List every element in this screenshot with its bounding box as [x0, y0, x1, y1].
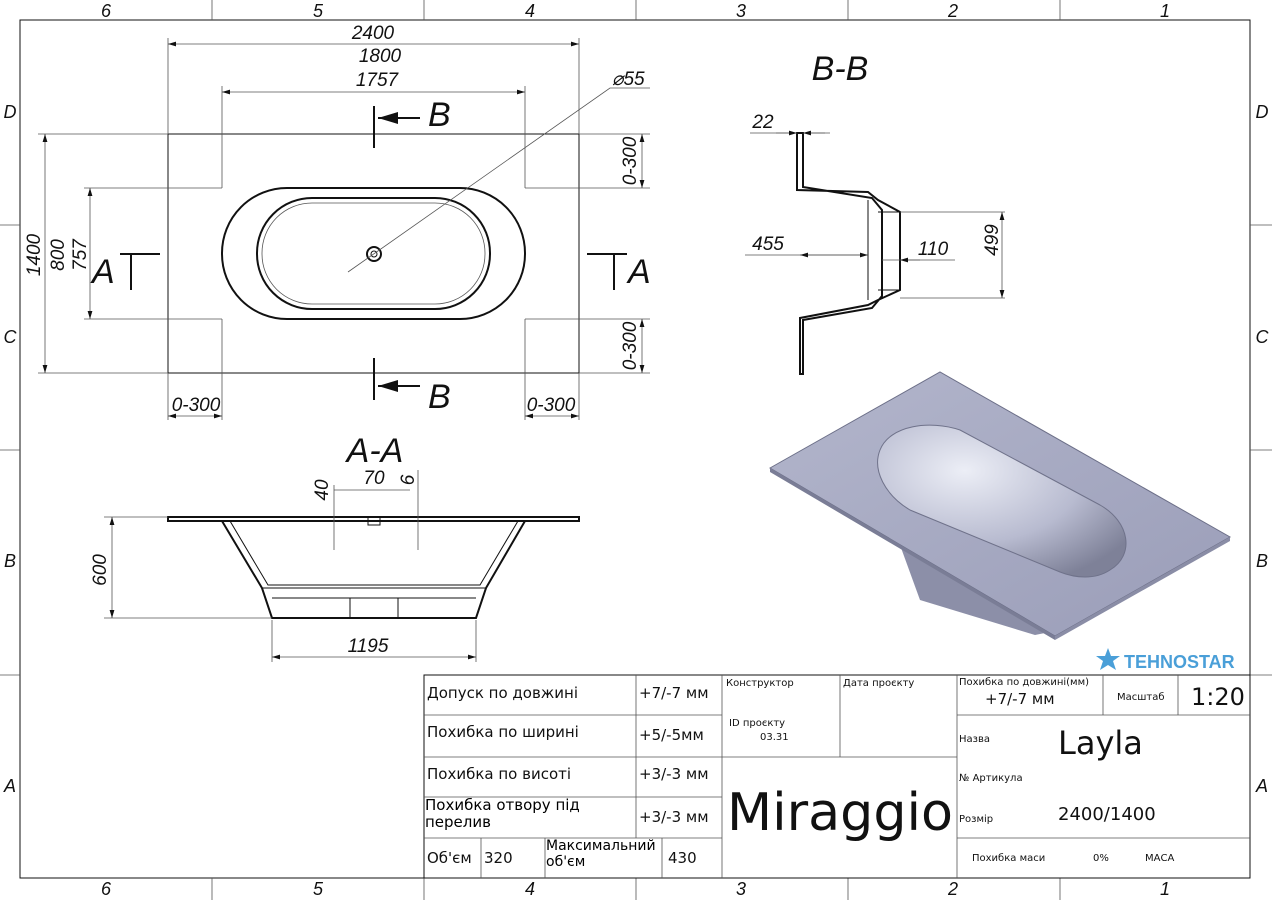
title-block-rows-1-value: +5/-5мм [639, 726, 704, 744]
zones-columns-5: 1 [1160, 1, 1170, 21]
section-bb-dims-d499: 499 [982, 224, 1003, 256]
section-aa-dims-height: 600 [90, 554, 111, 586]
plan-dims-offset-bottom: 0-300 [620, 321, 641, 370]
watermark-text: TEHNOSTAR [1124, 652, 1235, 672]
zones-columns-4: 2 [947, 1, 958, 21]
plan-view: ⌀55 2400 1800 1757 1400 800 757 0-300 0-… [24, 23, 651, 420]
plan-dims-width-757: 757 [70, 238, 91, 271]
max-volume-label: Максимальний об'єм [546, 838, 656, 870]
tehnostar-watermark: TEHNOSTAR [1096, 648, 1235, 672]
zones-columns-5: 1 [1160, 879, 1170, 899]
section-aa-dims-bottom: 1195 [348, 636, 389, 657]
section-aa-dims-d6: 6 [398, 474, 419, 485]
zones-columns-1: 5 [313, 1, 324, 21]
zones-columns-4: 2 [947, 879, 958, 899]
zones-rows-0: D [1256, 102, 1269, 122]
section-bb-dims-d110: 110 [918, 239, 949, 260]
title-block-rows-2-label: Похибка по висоті [427, 765, 571, 783]
zones-columns-3: 3 [736, 1, 746, 21]
plan-section-marks-b: B [428, 378, 451, 416]
title-block-name: Layla [1058, 724, 1143, 762]
plan-dims-width-800: 800 [48, 239, 69, 271]
title-block-volume: 320 [484, 849, 513, 867]
zones-columns-0: 6 [101, 1, 112, 21]
star-icon [1096, 648, 1120, 670]
zones-rows-3: A [1255, 776, 1268, 796]
section-bb-title: B-B [812, 50, 869, 88]
zones-rows-3: A [3, 776, 16, 796]
zones-rows-2: B [4, 551, 16, 571]
plan-dims-offset-right: 0-300 [527, 395, 576, 416]
zones-rows-2: B [1256, 551, 1268, 571]
section-a-a: A-A 600 1195 40 70 6 [90, 432, 580, 662]
title-block-id-label: ID проєкту [729, 718, 785, 729]
title-block-mass-tol-value: 0% [1093, 853, 1109, 864]
plan-dims-drain-diameter: ⌀55 [612, 69, 645, 90]
section-bb-dims-d455: 455 [752, 234, 784, 255]
section-aa-dims-d70: 70 [363, 468, 385, 489]
plan-dims-overall-length: 2400 [351, 23, 395, 44]
zones-columns-3: 3 [736, 879, 746, 899]
zones-columns-2: 4 [525, 879, 535, 899]
plan-dims-length-1800: 1800 [359, 46, 402, 67]
title-block: Допуск по довжині +7/-7 мм Похибка по ши… [423, 674, 1251, 879]
title-block-rows-0-label: Допуск по довжині [427, 684, 578, 702]
title-block-article-label: № Артикула [959, 773, 1023, 784]
title-block-volume-label: Об'єм [427, 849, 472, 867]
section-b-b: B-B 22 455 110 499 [745, 50, 1005, 375]
zones-rows-1: C [1256, 327, 1270, 347]
zones-columns-2: 4 [525, 1, 535, 21]
bathtub-3d-render [768, 371, 1232, 640]
title-block-max-volume: 430 [668, 849, 697, 867]
title-block-rows-1-label: Похибка по ширині [427, 723, 579, 741]
overflow-tolerance-label: Похибка отвору під перелив [425, 797, 580, 831]
section-bb-dims-d22: 22 [751, 112, 774, 133]
title-block-mass-tol-label: Похибка маси [972, 853, 1045, 864]
plan-dims-offset-top: 0-300 [620, 136, 641, 185]
title-block-scale-label: Масштаб [1117, 692, 1165, 703]
title-block-name-label: Назва [959, 734, 990, 745]
zone-labels: 6 5 4 3 2 1 6 5 4 3 2 1 D C B A D C B A [3, 1, 1270, 899]
title-block-scale: 1:20 [1191, 683, 1245, 711]
zones-rows-0: D [4, 102, 17, 122]
title-block-mass-label: МАСА [1145, 853, 1174, 864]
title-block-rows-2-value: +3/-3 мм [639, 765, 709, 783]
title-block-length-tol-value: +7/-7 мм [985, 690, 1055, 708]
plan-dims-overall-width: 1400 [24, 233, 45, 276]
title-block-id-value: 03.31 [760, 732, 789, 743]
title-block-date-label: Дата проєкту [843, 678, 914, 689]
section-aa-title: A-A [345, 432, 404, 470]
title-block-length-tol-label: Похибка по довжині(мм) [959, 676, 1089, 688]
title-block-rows-0-value: +7/-7 мм [639, 684, 709, 702]
section-aa-dims-d40: 40 [312, 479, 333, 501]
zones-rows-1: C [4, 327, 18, 347]
zones-columns-1: 5 [313, 879, 324, 899]
zones-columns-0: 6 [101, 879, 112, 899]
plan-section-marks-a: A [626, 253, 651, 291]
brand-logo: Miraggio [727, 783, 953, 843]
plan-dims-offset-left: 0-300 [172, 395, 221, 416]
plan-section-marks-b: B [428, 96, 451, 134]
plan-dims-length-1757: 1757 [356, 70, 400, 91]
title-block-size-label: Розмір [959, 813, 993, 825]
drain-hole [366, 246, 382, 262]
title-block-size: 2400/1400 [1058, 804, 1156, 825]
title-block-rows-3-value: +3/-3 мм [639, 808, 709, 826]
plan-section-marks-a: A [90, 253, 115, 291]
title-block-designer-label: Конструктор [726, 678, 794, 689]
